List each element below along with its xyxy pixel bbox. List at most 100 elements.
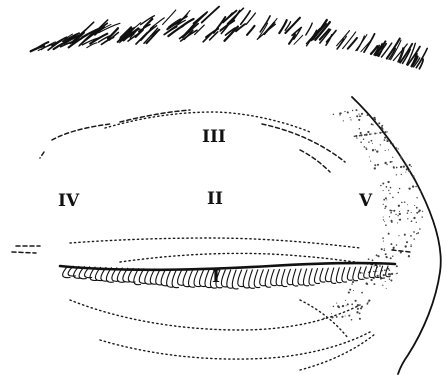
- stipple-dot: [372, 124, 373, 125]
- stipple-dot: [390, 212, 392, 214]
- stipple-dot: [416, 197, 417, 198]
- stipple-dot: [397, 215, 398, 216]
- stipple-dot: [370, 160, 371, 161]
- stipple-dot: [376, 150, 378, 152]
- stipple-dot: [383, 241, 384, 242]
- stipple-dot: [359, 313, 361, 315]
- stipple-dot: [384, 131, 386, 133]
- stipple-dot: [388, 233, 389, 234]
- stipple-dot: [389, 269, 390, 270]
- zone-label-i: I: [212, 267, 220, 287]
- stipple-dot: [369, 156, 370, 157]
- stipple-dot: [383, 249, 385, 251]
- stipple-dot: [411, 220, 413, 222]
- stipple-dot: [375, 149, 376, 150]
- stipple-dot: [383, 190, 384, 191]
- stipple-dot: [385, 206, 387, 208]
- stipple-dot: [383, 204, 384, 205]
- stipple-dot: [382, 182, 384, 184]
- stipple-dot: [408, 255, 410, 257]
- eyelash: [249, 270, 255, 288]
- stipple-dot: [390, 257, 392, 259]
- stipple-dot: [379, 132, 381, 134]
- eyelash: [325, 268, 330, 281]
- stipple-dot: [338, 306, 340, 308]
- stipple-dot: [400, 166, 402, 168]
- stipple-dot: [400, 157, 402, 159]
- stipple-dot: [374, 118, 376, 120]
- stipple-dot: [346, 305, 347, 306]
- stipple-dot: [391, 210, 392, 211]
- stipple-dot: [368, 299, 370, 301]
- eyelash: [287, 269, 292, 284]
- stipple-dot: [406, 168, 408, 170]
- stipple-dot: [347, 303, 349, 305]
- eyebrow-hair: [195, 25, 205, 34]
- stipple-dot: [416, 222, 417, 223]
- stipple-dot: [352, 110, 353, 111]
- stipple-dot: [392, 255, 393, 256]
- stipple-dot: [405, 163, 406, 164]
- stipple-dot: [373, 271, 374, 272]
- stipple-dot: [386, 164, 387, 165]
- stipple-dot: [411, 212, 412, 213]
- stipple-dot: [399, 213, 401, 215]
- stipple-dot: [395, 214, 396, 215]
- stipple-dot: [384, 221, 385, 222]
- stipple-dot: [401, 202, 403, 204]
- stipple-dot: [367, 302, 368, 303]
- stipple-dot: [359, 128, 360, 129]
- stipple-dot: [410, 235, 412, 237]
- stipple-dot: [368, 141, 370, 143]
- stipple-dot: [343, 120, 344, 121]
- stipple-dot: [366, 148, 368, 150]
- stipple-dot: [369, 133, 371, 135]
- stipple-dot: [382, 285, 383, 286]
- eyelash: [260, 270, 266, 286]
- stipple-dot: [363, 139, 364, 140]
- stipple-dot: [374, 164, 376, 166]
- stipple-dot: [385, 224, 387, 226]
- stipple-dot: [408, 170, 410, 172]
- stipple-dot: [381, 125, 383, 127]
- eyelash: [342, 268, 347, 282]
- lower-orbit-arc-1: [70, 300, 360, 330]
- stipple-dot: [388, 190, 389, 191]
- eyelash: [271, 270, 276, 286]
- eyebrow-hair: [193, 12, 207, 24]
- stipple-dot: [356, 115, 358, 117]
- stipple-dot: [356, 311, 358, 313]
- stipple-dot: [370, 279, 372, 281]
- stipple-dot: [359, 115, 361, 117]
- stipple-dot: [383, 219, 384, 220]
- stipple-dot: [349, 289, 351, 291]
- stipple-dot: [422, 211, 423, 212]
- stipple-dot: [362, 273, 363, 274]
- eyelash: [364, 267, 369, 278]
- stipple-dot: [368, 272, 369, 273]
- stipple-dot: [408, 187, 410, 189]
- zone-boundary-left: [12, 246, 40, 253]
- stipple-dot: [358, 114, 359, 115]
- stipple-dot: [386, 140, 388, 142]
- stipple-dot: [411, 166, 412, 167]
- stipple-dot: [381, 128, 383, 130]
- crease-inner-right: [300, 150, 330, 172]
- stipple-dot: [399, 211, 400, 212]
- stipple-dot: [405, 245, 407, 247]
- stipple-dot: [359, 318, 361, 320]
- stipple-dot: [360, 272, 361, 273]
- stipple-dot: [393, 166, 395, 168]
- stipple-dot: [348, 292, 350, 294]
- stipple-dot: [339, 114, 340, 115]
- stipple-dot: [384, 162, 386, 164]
- stipple-dot: [350, 119, 351, 120]
- stipple-dot: [347, 111, 349, 113]
- stipple-dot: [385, 197, 387, 199]
- eyelash: [293, 269, 298, 286]
- stipple-dot: [409, 164, 411, 166]
- stipple-dot: [407, 212, 409, 214]
- stipple-dot: [417, 232, 419, 234]
- stipple-dot: [412, 185, 414, 187]
